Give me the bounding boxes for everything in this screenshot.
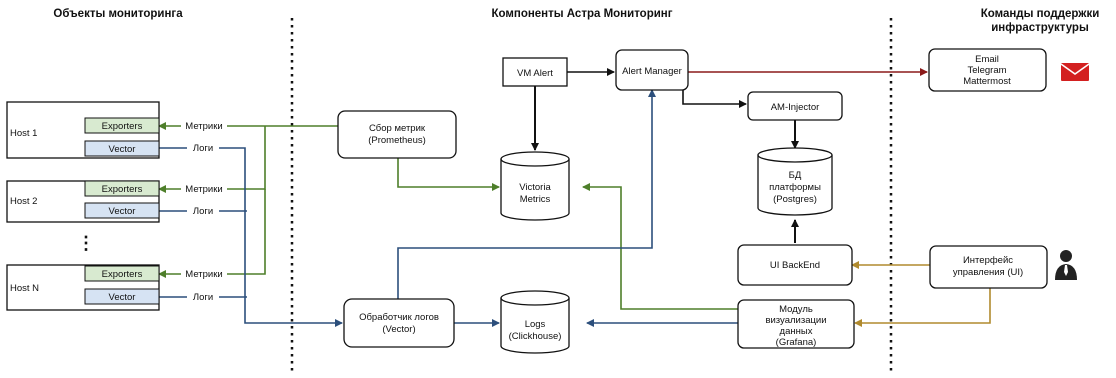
platform-db-line3: (Postgres) [773, 194, 817, 205]
visualization-line1: Модуль [779, 304, 813, 315]
host-2-exporters-label: Exporters [102, 184, 143, 195]
processor-to-alertmanager-link [397, 89, 656, 299]
host-n-exporters [84, 265, 160, 282]
metrics-label-host1: Метрики [185, 121, 222, 132]
metrics-link-host2 [158, 126, 266, 193]
prometheus-to-victoria-link [397, 158, 500, 191]
host-2-vector-label: Vector [109, 206, 136, 217]
victoria-metrics-line1: Victoria [519, 182, 551, 193]
ui-line2: управления (UI) [953, 267, 1023, 278]
victoria-metrics-line2: Metrics [520, 194, 551, 205]
visualization-node: Модуль визуализации данных (Grafana) [737, 299, 855, 349]
ui-node: Интерфейс управления (UI) [929, 245, 1048, 289]
metrics-label-host2: Метрики [185, 184, 222, 195]
host-1-label: Host 1 [10, 128, 37, 139]
notifications-line1: Email [975, 54, 999, 65]
logs-label-host1: Логи [193, 143, 213, 154]
am-injector-node: AM-Injector [747, 91, 843, 121]
alert-manager-label: Alert Manager [622, 66, 682, 77]
metrics-label-hostn: Метрики [185, 269, 222, 280]
notifications-line3: Mattermost [963, 76, 1011, 87]
log-processor-node: Обработчик логов (Vector) [343, 298, 455, 348]
host-1-exporters [84, 117, 160, 134]
user-icon [1055, 250, 1077, 280]
left-section-title: Объекты мониторинга [53, 8, 183, 20]
mail-icon [1060, 63, 1090, 81]
host-n: Host N Exporters Vector [6, 264, 160, 311]
host-2-exporters [84, 180, 160, 197]
platform-db-line2: платформы [769, 182, 821, 193]
platform-db: БД платформы (Postgres) [757, 147, 833, 216]
ui-backend-label: UI BackEnd [770, 260, 820, 271]
middle-section-title: Компоненты Астра Мониторинг [491, 8, 672, 20]
metrics-link-hostn [158, 189, 266, 278]
log-processor-line1: Обработчик логов [359, 312, 439, 323]
vm-alert-label: VM Alert [517, 68, 553, 79]
ui-to-grafana-link [854, 283, 991, 327]
host-n-label: Host N [10, 283, 39, 294]
host-2-vector [84, 202, 160, 219]
host-2: Host 2 Exporters Vector [6, 180, 160, 223]
host-n-exporters-label: Exporters [102, 269, 143, 280]
host-1: Host 1 Exporters Vector [6, 101, 160, 159]
logs-db-line2: (Clickhouse) [509, 331, 562, 342]
logs-label-host2: Логи [193, 206, 213, 217]
right-section-title-line2: инфраструктуры [991, 22, 1089, 34]
visualization-line4: (Grafana) [776, 337, 817, 348]
notifications-node: Email Telegram Mattermost [928, 48, 1047, 92]
logs-db-line1: Logs [525, 319, 546, 330]
metrics-collector-line2: (Prometheus) [368, 135, 426, 146]
hosts-ellipsis: ⋮ [77, 233, 95, 253]
metrics-collector-node: Сбор метрик (Prometheus) [337, 110, 457, 159]
host-1-vector [84, 140, 160, 157]
host-n-vector [84, 288, 160, 305]
log-processor-line2: (Vector) [382, 324, 415, 335]
alert-manager-node: Alert Manager [615, 49, 689, 91]
ui-backend-node: UI BackEnd [737, 244, 853, 286]
host-1-exporters-label: Exporters [102, 121, 143, 132]
am-injector-label: AM-Injector [771, 102, 820, 113]
victoria-metrics-db: Victoria Metrics [500, 151, 570, 221]
visualization-line2: визуализации [765, 315, 826, 326]
logs-clickhouse-db: Logs (Clickhouse) [500, 290, 570, 354]
host-n-vector-label: Vector [109, 292, 136, 303]
metrics-collector-line1: Сбор метрик [369, 123, 426, 134]
ui-line1: Интерфейс [963, 255, 1013, 266]
right-section-title-line1: Команды поддержки [981, 8, 1100, 20]
host-2-label: Host 2 [10, 196, 37, 207]
visualization-line3: данных [780, 326, 813, 337]
vm-alert-node: VM Alert [502, 57, 568, 87]
alertmanager-to-aminjector-link [682, 90, 747, 108]
host-1-vector-label: Vector [109, 144, 136, 155]
notifications-line2: Telegram [967, 65, 1006, 76]
platform-db-line1: БД [789, 170, 802, 181]
logs-label-hostn: Логи [193, 292, 213, 303]
